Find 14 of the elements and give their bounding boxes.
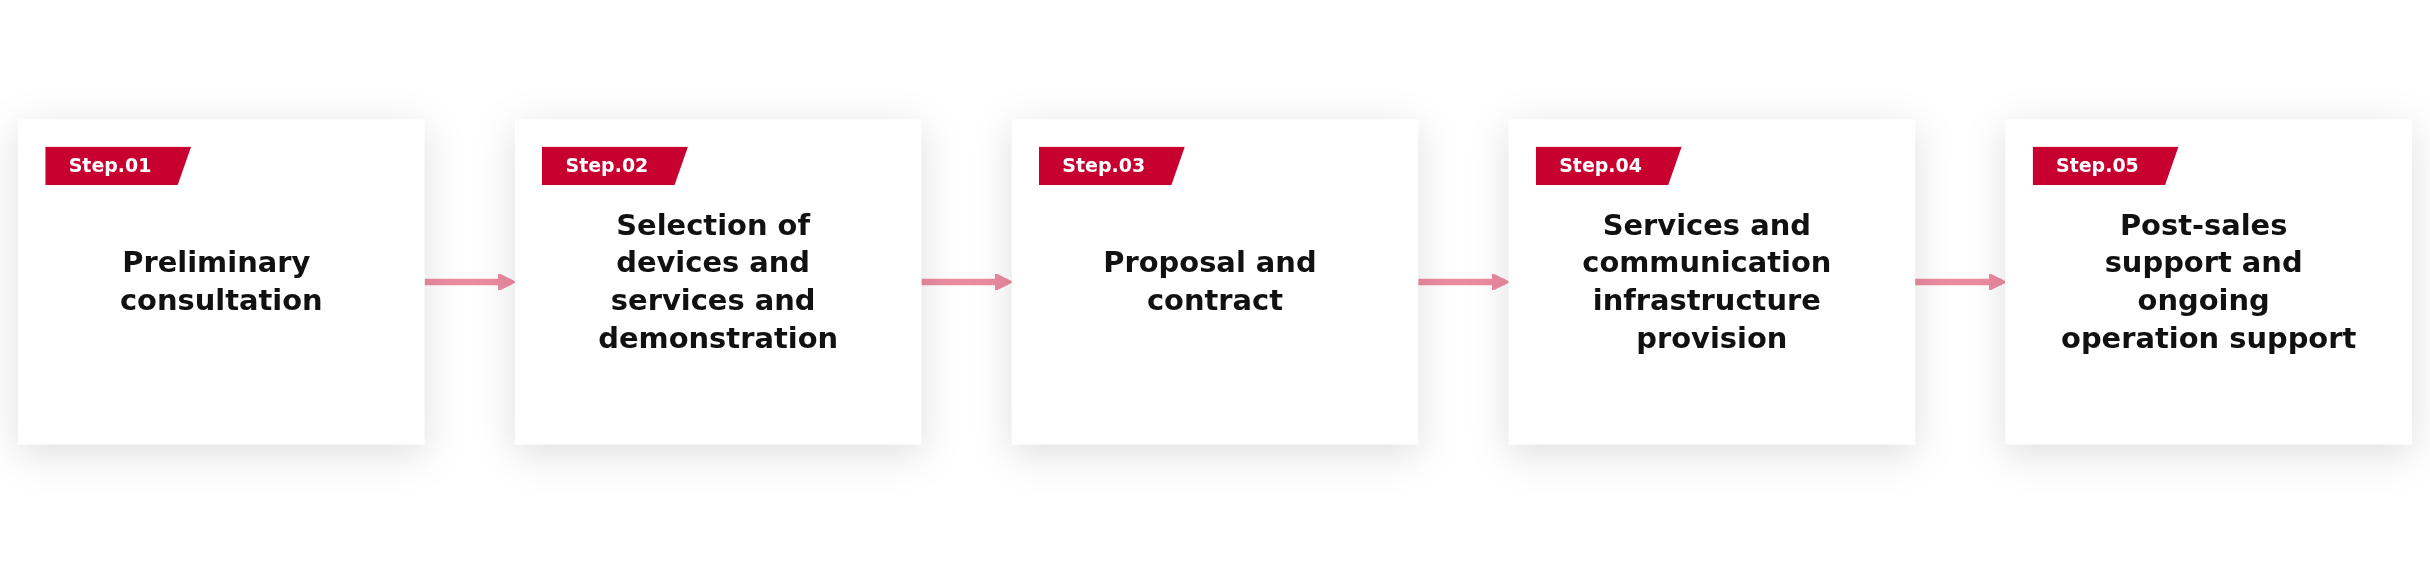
arrow [921,272,1013,292]
step-tag: Step.05 [2032,146,2179,186]
node-text: Preliminary consultation [119,245,323,318]
arrow [1418,272,1510,292]
node-label: Post-sales support and ongoing operation support [2061,207,2357,355]
node-text: Services and communication infrastructure provision [1582,207,1832,355]
step-tag: Step.03 [1038,146,1185,186]
step-tag: Step.02 [542,146,688,186]
node-text: Selection of devices and services and demonstration [598,207,839,355]
arrow [1915,272,2007,292]
step-tag: Step.01 [45,146,192,186]
arrow [424,272,516,292]
step-tag: Step.04 [1535,146,1682,186]
node-text: Proposal and contract [1103,245,1317,318]
